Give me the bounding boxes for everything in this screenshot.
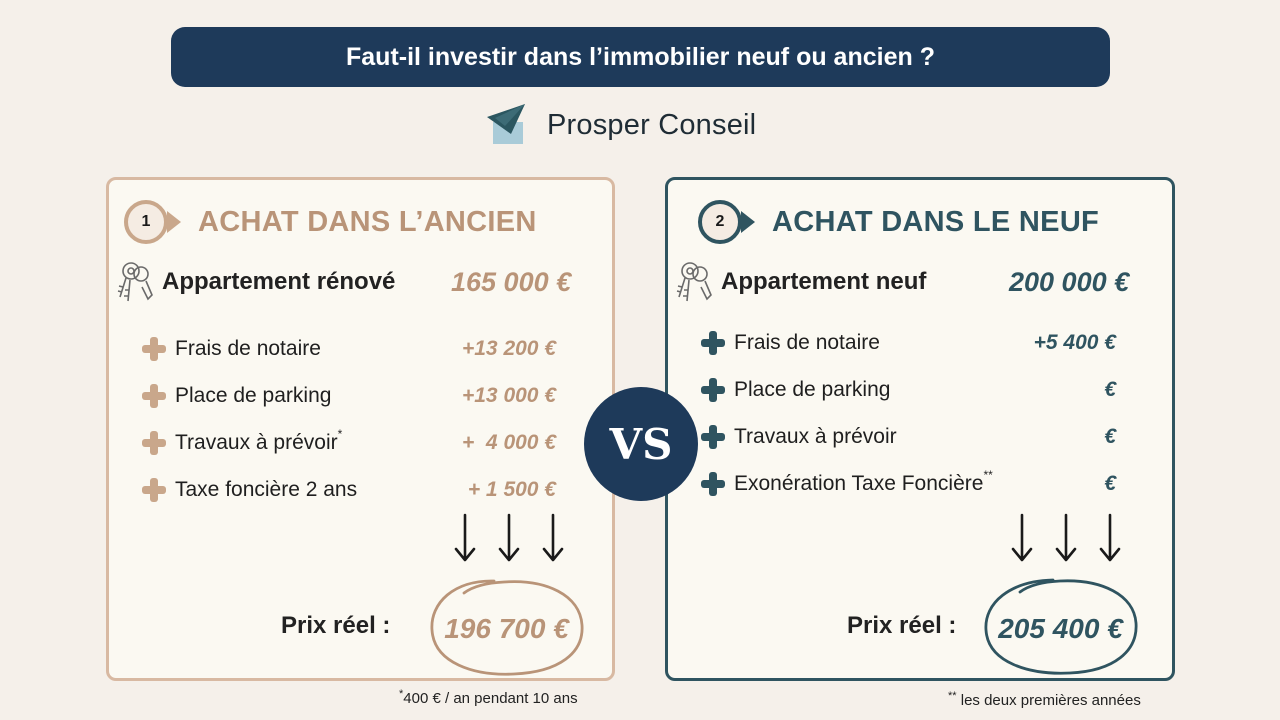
card-neuf: 2 ACHAT DANS LE NEUF Appartement neuf 20… xyxy=(665,177,1175,681)
apartment-price: 200 000 € xyxy=(1009,266,1130,297)
card-header: 2 ACHAT DANS LE NEUF xyxy=(698,200,1099,244)
step-badge: 1 xyxy=(124,200,181,244)
step-badge: 2 xyxy=(698,200,755,244)
arrow-down-icon xyxy=(1099,513,1121,562)
down-arrows xyxy=(1011,513,1121,563)
item-label: Frais de notaire xyxy=(175,337,321,360)
plus-icon xyxy=(700,471,726,497)
plus-icon xyxy=(700,424,726,450)
brand-logo: Prosper Conseil xyxy=(487,100,756,150)
arrow-down-icon xyxy=(542,513,564,562)
total-price-circle: 196 700 € xyxy=(424,575,589,680)
item-value: +13 200 € xyxy=(461,337,556,360)
hand-drawn-circle xyxy=(430,579,584,676)
item-value: € xyxy=(1104,472,1116,495)
card-header: 1 ACHAT DANS L’ANCIEN xyxy=(124,200,537,244)
vs-badge: VS xyxy=(584,387,698,501)
list-item: Frais de notaire +5 400 € xyxy=(700,328,1172,358)
item-label: Taxe foncière 2 ans xyxy=(175,478,358,501)
total-price-circle: 205 400 € xyxy=(978,575,1143,680)
item-label: Travaux à prévoir xyxy=(734,425,897,448)
total-price: 205 400 € xyxy=(998,613,1123,644)
list-item: Place de parking € xyxy=(700,375,1172,405)
item-value: € xyxy=(1104,378,1116,401)
card-title: ACHAT DANS LE NEUF xyxy=(772,205,1100,238)
plus-icon xyxy=(141,336,167,362)
apartment-label: Appartement neuf xyxy=(721,268,927,295)
plus-icon xyxy=(700,330,726,356)
apartment-row: Appartement neuf 200 000 € xyxy=(673,262,1152,302)
list-item: Exonération Taxe Foncière** € xyxy=(700,468,1172,499)
apartment-label: Appartement rénové xyxy=(162,268,396,295)
plus-icon xyxy=(700,377,726,403)
plus-icon xyxy=(141,477,167,503)
total-label: Prix réel : xyxy=(281,612,391,639)
vs-label: VS xyxy=(609,419,673,469)
apartment-row: Appartement rénové 165 000 € xyxy=(114,262,592,302)
keys-icon xyxy=(117,262,153,302)
footnote-travaux: *400 € / an pendant 10 ans xyxy=(399,688,578,707)
card-ancien: 1 ACHAT DANS L’ANCIEN Appartement rénové… xyxy=(106,177,615,681)
item-value: +13 000 € xyxy=(461,384,556,407)
plus-icon xyxy=(141,430,167,456)
list-item: Travaux à prévoir € xyxy=(700,422,1172,452)
arrow-down-icon xyxy=(498,513,520,562)
item-value: +5 400 € xyxy=(1033,331,1116,354)
list-item: Frais de notaire +13 200 € xyxy=(141,334,612,364)
list-item: Travaux à prévoir* + 4 000 € xyxy=(141,427,612,458)
total-price: 196 700 € xyxy=(444,613,569,644)
down-arrows xyxy=(454,513,564,563)
paper-plane-envelope-icon xyxy=(487,104,525,144)
hand-drawn-circle xyxy=(984,578,1138,675)
card-title: ACHAT DANS L’ANCIEN xyxy=(198,205,537,238)
arrow-down-icon xyxy=(1055,513,1077,562)
item-label: Frais de notaire xyxy=(734,331,880,354)
page-title-banner: Faut-il investir dans l’immobilier neuf … xyxy=(171,27,1110,87)
list-item: Taxe foncière 2 ans + 1 500 € xyxy=(141,475,612,505)
footnote-taxe: ** les deux premières années xyxy=(948,690,1141,709)
list-item: Place de parking +13 000 € xyxy=(141,381,612,411)
item-label: Exonération Taxe Foncière** xyxy=(734,468,993,495)
item-label: Place de parking xyxy=(734,378,891,401)
item-value: + 1 500 € xyxy=(467,478,556,501)
keys-icon xyxy=(676,262,712,302)
arrow-down-icon xyxy=(1011,513,1033,562)
item-value: + 4 000 € xyxy=(462,431,556,454)
arrow-down-icon xyxy=(454,513,476,562)
total-label: Prix réel : xyxy=(847,612,957,639)
plus-icon xyxy=(141,383,167,409)
brand-name: Prosper Conseil xyxy=(547,108,757,141)
item-label: Place de parking xyxy=(175,384,332,407)
item-value: € xyxy=(1104,425,1116,448)
item-label: Travaux à prévoir* xyxy=(175,427,343,454)
apartment-price: 165 000 € xyxy=(451,266,572,297)
page-title: Faut-il investir dans l’immobilier neuf … xyxy=(346,42,935,71)
